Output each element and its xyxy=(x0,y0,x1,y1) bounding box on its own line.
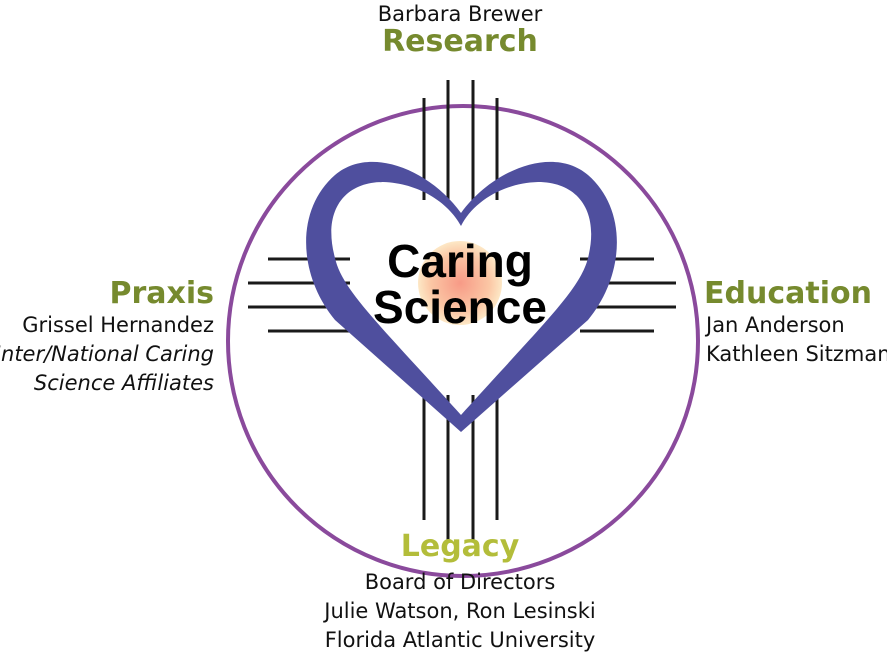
outer-circle xyxy=(226,104,700,578)
praxis-affiliates-line1: Inter/National Caring xyxy=(0,342,214,366)
praxis-person: Grissel Hernandez xyxy=(22,313,214,337)
education-person-1: Jan Anderson xyxy=(706,313,845,337)
education-person-2: Kathleen Sitzman xyxy=(706,342,887,366)
legacy-line-3: Florida Atlantic University xyxy=(324,628,596,652)
education-heading: Education xyxy=(704,276,872,311)
praxis-heading: Praxis xyxy=(109,276,214,311)
sun-circle xyxy=(418,241,502,325)
center-title-line2: Science xyxy=(373,281,547,333)
legacy-line-1: Board of Directors xyxy=(364,570,556,594)
research-heading: Research xyxy=(382,24,538,59)
center-title: Caring Science xyxy=(360,238,560,330)
legacy-line-2: Julie Watson, Ron Lesinski xyxy=(324,599,596,623)
research-person: Barbara Brewer xyxy=(377,2,543,26)
center-title-line1: Caring xyxy=(387,235,533,287)
legacy-heading: Legacy xyxy=(400,529,520,564)
praxis-affiliates-line2: Science Affiliates xyxy=(33,371,214,395)
heart-shape xyxy=(306,161,617,433)
